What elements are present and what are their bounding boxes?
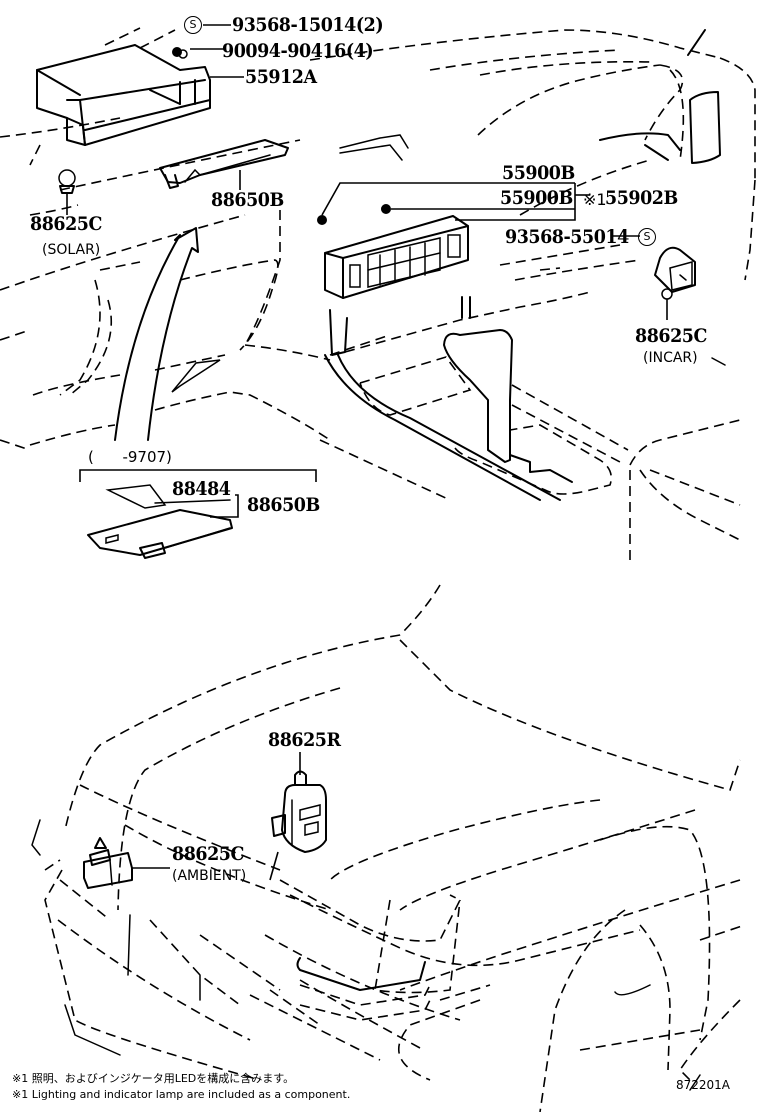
ambient-sensor-drawing bbox=[83, 837, 170, 889]
part-label-55900B-1[interactable]: 55900B bbox=[502, 162, 575, 184]
part-label-88484[interactable]: 88484 bbox=[172, 478, 231, 500]
part-label-55902B[interactable]: 55902B bbox=[605, 187, 678, 209]
part-label-88650B-top[interactable]: 88650B bbox=[211, 189, 284, 211]
part-note-incar: (INCAR) bbox=[643, 350, 698, 366]
part-label-88625C-ambient[interactable]: 88625C bbox=[172, 843, 244, 865]
part-label-93568-15014[interactable]: 93568-15014(2) bbox=[232, 14, 384, 36]
part-label-55912A[interactable]: 55912A bbox=[245, 66, 317, 88]
footnote-english: ※1 Lighting and indicator lamp are inclu… bbox=[12, 1088, 351, 1101]
part-label-88625R[interactable]: 88625R bbox=[268, 729, 341, 751]
part-note-solar: (SOLAR) bbox=[42, 242, 101, 258]
vehicle-front-outline bbox=[31, 584, 746, 1112]
part-label-93568-55014[interactable]: 93568-55014 bbox=[505, 226, 629, 248]
part-label-55900B-2[interactable]: 55900B bbox=[500, 187, 573, 209]
relay-88625R-drawing bbox=[269, 752, 327, 881]
solar-sensor-drawing bbox=[29, 144, 79, 216]
footnote-mark: ※1 bbox=[583, 190, 607, 209]
ac-control-panel-drawing bbox=[317, 182, 590, 299]
screw-icon: S bbox=[184, 16, 202, 34]
part-note-ambient: (AMBIENT) bbox=[172, 868, 247, 884]
footnote-japanese: ※1 照明、およびインジケータ用LEDを構成に含みます。 bbox=[12, 1072, 295, 1085]
part-label-90094-90416[interactable]: 90094-90416(4) bbox=[222, 40, 374, 62]
leader-line bbox=[210, 76, 244, 78]
part-label-88625C-solar[interactable]: 88625C bbox=[30, 213, 102, 235]
direction-arrow bbox=[114, 227, 199, 441]
incar-sensor-drawing bbox=[612, 235, 726, 366]
part-label-88650B-bottom[interactable]: 88650B bbox=[247, 494, 320, 516]
dashboard-outline bbox=[0, 29, 756, 446]
amplifier-88650B-drawing bbox=[159, 139, 289, 190]
leader-line bbox=[203, 24, 231, 26]
part-55912A-drawing bbox=[36, 27, 211, 146]
center-console-drawing bbox=[0, 291, 741, 560]
diagram-reference-code: 872201A bbox=[675, 1078, 730, 1092]
bolt-icon bbox=[172, 47, 188, 59]
screw-icon: S bbox=[638, 228, 656, 246]
applicability-range-label: ( -9707) bbox=[88, 448, 172, 466]
inset-9707-drawing bbox=[79, 469, 317, 559]
part-label-88625C-incar[interactable]: 88625C bbox=[635, 325, 707, 347]
leader-line bbox=[190, 48, 224, 50]
